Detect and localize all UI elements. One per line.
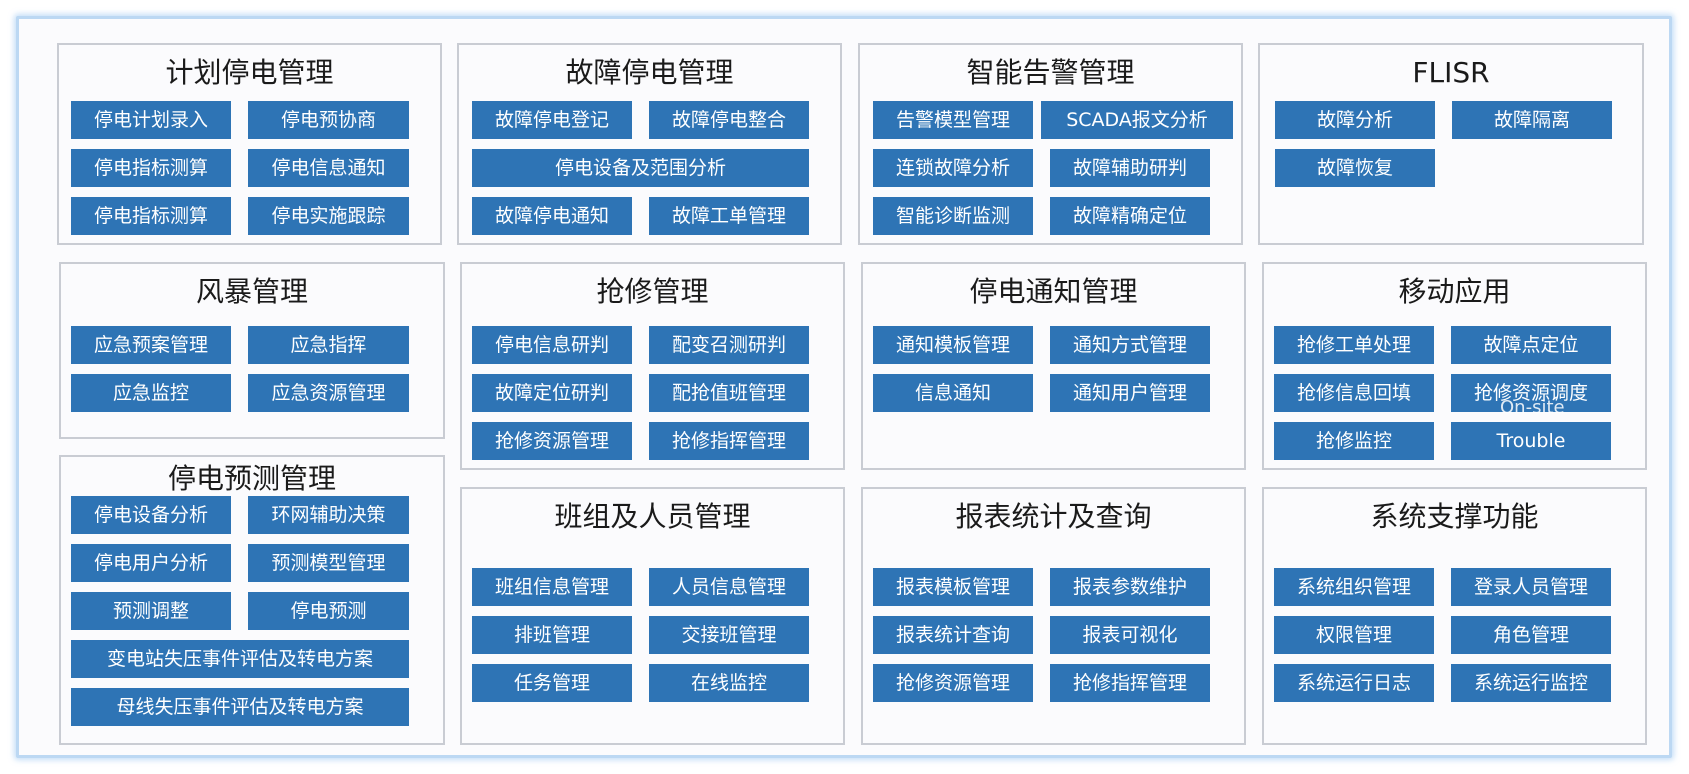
module-button[interactable]: 交接班管理	[649, 616, 809, 654]
module-button[interactable]: 智能诊断监测	[873, 197, 1033, 235]
module-button[interactable]: 停电设备及范围分析	[472, 149, 809, 187]
panel-repair: 抢修管理 停电信息研判 配变召测研判 故障定位研判 配抢值班管理 抢修资源管理 …	[460, 262, 845, 470]
module-button[interactable]: 停电信息通知	[248, 149, 409, 187]
module-button[interactable]: 抢修资源管理	[472, 422, 632, 460]
module-button[interactable]: 变电站失压事件评估及转电方案	[71, 640, 409, 678]
module-button[interactable]: 故障点定位	[1451, 326, 1611, 364]
module-button[interactable]: 抢修指挥管理	[649, 422, 809, 460]
module-button[interactable]: 报表可视化	[1050, 616, 1210, 654]
panel-report: 报表统计及查询 报表模板管理 报表参数维护 报表统计查询 报表可视化 抢修资源管…	[861, 487, 1246, 745]
module-button[interactable]: 告警模型管理	[873, 101, 1033, 139]
panel-notice: 停电通知管理 通知模板管理 通知方式管理 信息通知 通知用户管理	[861, 262, 1246, 470]
panel-title: 计划停电管理	[165, 56, 334, 89]
module-button[interactable]: 连锁故障分析	[873, 149, 1033, 187]
panel-flisr: FLISR 故障分析 故障隔离 故障恢复	[1258, 43, 1644, 245]
module-button[interactable]: 环网辅助决策	[248, 496, 409, 534]
panel-title: 停电通知管理	[969, 275, 1138, 308]
module-button[interactable]: 应急指挥	[248, 326, 409, 364]
module-button[interactable]: 任务管理	[472, 664, 632, 702]
module-button[interactable]: 通知方式管理	[1050, 326, 1210, 364]
module-button[interactable]: 故障分析	[1275, 101, 1435, 139]
module-button[interactable]: 通知用户管理	[1050, 374, 1210, 412]
panel-title: 风暴管理	[195, 275, 308, 308]
module-button[interactable]: SCADA报文分析	[1041, 101, 1233, 139]
panel-title: 班组及人员管理	[554, 500, 751, 533]
module-button[interactable]: 在线监控	[649, 664, 809, 702]
module-button[interactable]: 抢修指挥管理	[1050, 664, 1210, 702]
module-button[interactable]: 角色管理	[1451, 616, 1611, 654]
module-button[interactable]: 应急预案管理	[71, 326, 231, 364]
module-button[interactable]: 抢修信息回填	[1274, 374, 1434, 412]
panel-forecast: 停电预测管理 停电设备分析 环网辅助决策 停电用户分析 预测模型管理 预测调整 …	[59, 455, 445, 745]
module-button[interactable]: 登录人员管理	[1451, 568, 1611, 606]
panel-title: FLISR	[1412, 56, 1490, 89]
panel-title: 停电预测管理	[167, 462, 336, 495]
module-button[interactable]: 预测调整	[71, 592, 231, 630]
module-button[interactable]: 预测模型管理	[248, 544, 409, 582]
module-button[interactable]: 通知模板管理	[873, 326, 1033, 364]
module-button[interactable]: 停电预协商	[248, 101, 409, 139]
module-button[interactable]: 权限管理	[1274, 616, 1434, 654]
module-button[interactable]: 故障恢复	[1275, 149, 1435, 187]
module-button[interactable]: 停电用户分析	[71, 544, 231, 582]
panel-storm: 风暴管理 应急预案管理 应急指挥 应急监控 应急资源管理	[59, 262, 445, 439]
module-button[interactable]: 抢修资源管理	[873, 664, 1033, 702]
panel-mobile: 移动应用 抢修工单处理 故障点定位 抢修信息回填 抢修资源调度 抢修监控 Tro…	[1262, 262, 1647, 470]
panel-fault-outage: 故障停电管理 故障停电登记 故障停电整合 停电设备及范围分析 故障停电通知 故障…	[457, 43, 842, 245]
module-button[interactable]: 故障停电登记	[472, 101, 632, 139]
module-button[interactable]: 系统组织管理	[1274, 568, 1434, 606]
module-button[interactable]: 系统运行监控	[1451, 664, 1611, 702]
module-button[interactable]: 报表参数维护	[1050, 568, 1210, 606]
module-button[interactable]: 抢修监控	[1274, 422, 1434, 460]
module-button[interactable]: 停电计划录入	[71, 101, 231, 139]
module-button[interactable]: 母线失压事件评估及转电方案	[71, 688, 409, 726]
panel-title: 系统支撑功能	[1370, 500, 1539, 533]
overlay-label: On-site	[1500, 397, 1565, 418]
panel-title: 抢修管理	[596, 275, 709, 308]
module-button[interactable]: 配变召测研判	[649, 326, 809, 364]
module-button[interactable]: 故障精确定位	[1050, 197, 1210, 235]
panel-system: 系统支撑功能 系统组织管理 登录人员管理 权限管理 角色管理 系统运行日志 系统…	[1262, 487, 1647, 745]
module-button[interactable]: 信息通知	[873, 374, 1033, 412]
module-button[interactable]: 班组信息管理	[472, 568, 632, 606]
module-button[interactable]: 人员信息管理	[649, 568, 809, 606]
module-button[interactable]: 应急资源管理	[248, 374, 409, 412]
panel-title: 故障停电管理	[565, 56, 734, 89]
module-button[interactable]: 停电指标测算	[71, 149, 231, 187]
module-button[interactable]: 故障工单管理	[649, 197, 809, 235]
module-button[interactable]: 系统运行日志	[1274, 664, 1434, 702]
module-button[interactable]: 排班管理	[472, 616, 632, 654]
module-button[interactable]: 故障定位研判	[472, 374, 632, 412]
module-button[interactable]: 抢修工单处理	[1274, 326, 1434, 364]
module-button[interactable]: 停电指标测算	[71, 197, 231, 235]
panel-title: 智能告警管理	[966, 56, 1135, 89]
module-button[interactable]: 停电预测	[248, 592, 409, 630]
module-button[interactable]: 报表模板管理	[873, 568, 1033, 606]
module-button[interactable]: 报表统计查询	[873, 616, 1033, 654]
module-button[interactable]: 应急监控	[71, 374, 231, 412]
panel-team: 班组及人员管理 班组信息管理 人员信息管理 排班管理 交接班管理 任务管理 在线…	[460, 487, 845, 745]
panel-title: 移动应用	[1398, 275, 1511, 308]
module-button[interactable]: 配抢值班管理	[649, 374, 809, 412]
panel-title: 报表统计及查询	[955, 500, 1152, 533]
module-button[interactable]: 停电实施跟踪	[248, 197, 409, 235]
module-button[interactable]: 故障辅助研判	[1050, 149, 1210, 187]
module-button[interactable]: 停电信息研判	[472, 326, 632, 364]
panel-plan-outage: 计划停电管理 停电计划录入 停电预协商 停电指标测算 停电信息通知 停电指标测算…	[57, 43, 442, 245]
module-button[interactable]: 故障隔离	[1452, 101, 1612, 139]
module-button[interactable]: 故障停电通知	[472, 197, 632, 235]
module-button[interactable]: 停电设备分析	[71, 496, 231, 534]
module-button[interactable]: 抢修资源调度	[1451, 374, 1611, 412]
module-button[interactable]: 故障停电整合	[649, 101, 809, 139]
module-button[interactable]: Trouble	[1451, 422, 1611, 460]
panel-smart-alarm: 智能告警管理 告警模型管理 SCADA报文分析 连锁故障分析 故障辅助研判 智能…	[858, 43, 1243, 245]
